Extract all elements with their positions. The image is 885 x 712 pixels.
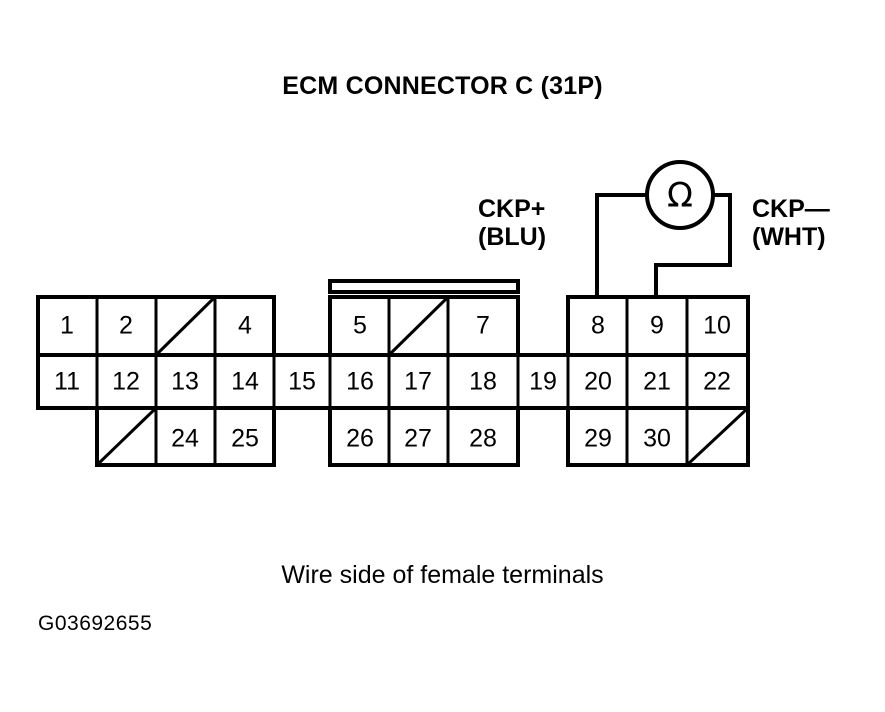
middle-block-bottom-outline [328,406,520,467]
probe-label-ckp-negative: CKP— (WHT) [752,195,830,251]
ckp-positive-wire-color: (BLU) [478,223,547,251]
meter-wiring [595,193,732,299]
ckp-negative-signal: CKP— [752,195,830,223]
wire-ckp-positive [595,193,649,299]
blocked-cavity-r3c2 [95,406,158,467]
pin-7: 7 [476,312,490,340]
middle-block-tab [328,279,520,294]
pin-30: 30 [643,425,671,453]
probe-label-ckp-positive: CKP+ (BLU) [478,195,546,251]
pin-17: 17 [404,368,432,396]
page-title: ECM CONNECTOR C (31P) [282,72,603,100]
pin-20: 20 [584,368,612,396]
reference-code: G03692655 [38,612,153,635]
ckp-negative-wire-color: (WHT) [752,223,826,251]
right-block-bottom-outline [566,406,750,467]
pin-19: 19 [529,368,557,396]
pin-24: 24 [171,425,199,453]
pin-9: 9 [650,312,664,340]
ohmmeter-symbol: Ω [645,160,715,230]
ckp-positive-signal: CKP+ [478,195,546,223]
pin-18: 18 [469,368,497,396]
pin-4: 4 [238,312,252,340]
pin-21: 21 [643,368,671,396]
middle-row-dividers [95,355,689,408]
pin-12: 12 [112,368,140,396]
pin-13: 13 [171,368,199,396]
pin-8: 8 [591,312,605,340]
pin-16: 16 [346,368,374,396]
top-row-dividers [95,297,689,355]
pin-15: 15 [288,368,316,396]
pin-14: 14 [231,368,259,396]
pin-1: 1 [60,312,74,340]
figure-caption: Wire side of female terminals [281,561,604,589]
bottom-row-dividers [154,408,689,465]
wire-ckp-negative [654,193,732,299]
pin-5: 5 [353,312,367,340]
blocked-cavity-r1c7 [387,295,450,357]
pin-2: 2 [119,312,133,340]
blocked-cavity-r3c12 [685,406,750,467]
middle-row-outline [36,353,750,410]
pin-28: 28 [469,425,497,453]
pin-11: 11 [54,368,80,396]
left-block-bottom-outline [95,406,276,467]
pin-29: 29 [584,425,612,453]
blocked-cavity-r1c3 [154,295,217,357]
pin-25: 25 [231,425,259,453]
pin-numbers: 1 2 4 5 7 8 9 10 11 12 13 14 15 16 17 18… [54,312,731,453]
ohmmeter-circle [645,160,715,230]
omega-icon: Ω [667,176,693,216]
pin-26: 26 [346,425,374,453]
connector-body [36,279,750,467]
pin-22: 22 [703,368,731,396]
blocked-cavity-marks [95,295,750,467]
pin-10: 10 [703,312,731,340]
pin-27: 27 [404,425,432,453]
